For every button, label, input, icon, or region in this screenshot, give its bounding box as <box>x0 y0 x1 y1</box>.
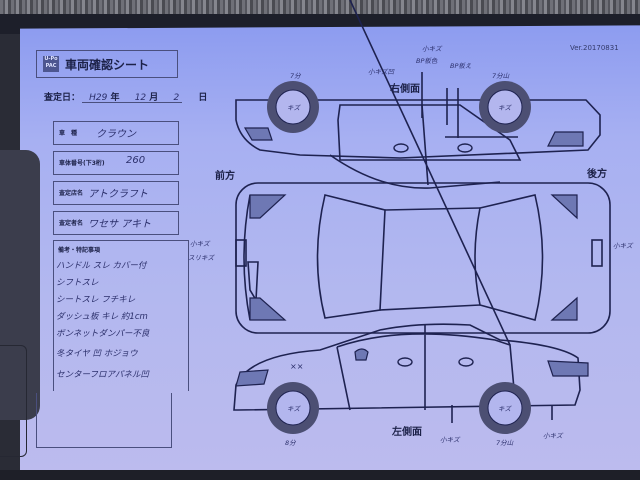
annotation: 小キズ <box>440 436 460 444</box>
wheel-annotation: キズ <box>498 104 511 112</box>
view-label-right-side: 右側面 <box>390 84 420 95</box>
field-value: 260 <box>126 155 146 166</box>
notes-box-lower <box>36 393 172 448</box>
view-label-rear: 後方 <box>587 169 607 180</box>
note-line: ダッシュ板 キレ 約1cm <box>56 312 148 322</box>
month-unit: 月 <box>149 93 159 103</box>
day-unit: 日 <box>198 93 208 103</box>
annotation: 小キズ凹 <box>368 68 394 76</box>
annotation: 7分山 <box>492 72 510 80</box>
annotation: 小キズ <box>543 432 563 440</box>
annotation: 8分 <box>285 439 296 447</box>
field-inspector-name[interactable]: 査定者名 ワセサ アキト <box>53 211 179 235</box>
field-value: ワセサ アキト <box>88 219 152 230</box>
field-value: クラウン <box>96 129 136 140</box>
field-vehicle-model[interactable]: 車 種 クラウン <box>53 121 179 145</box>
field-label: 査定者名 <box>59 220 84 227</box>
date-label: 査定日： <box>44 93 81 103</box>
date-underline <box>82 102 182 103</box>
field-value: アトクラフト <box>88 189 148 200</box>
clipboard-clip <box>0 150 40 457</box>
annotation: 7分山 <box>496 439 514 447</box>
view-label-front: 前方 <box>215 171 235 182</box>
version-label: Ver.20170831 <box>570 44 619 52</box>
front-annotation: 小キズ <box>190 240 210 248</box>
title-box: U-Po PAC 車両確認シート <box>36 50 178 78</box>
view-label-left-side: 左側面 <box>392 427 422 438</box>
annotation: BP板え <box>450 62 472 70</box>
note-line: シフトスレ <box>56 278 99 288</box>
date-era-year[interactable]: H29 <box>89 93 108 103</box>
notes-header: 備考・特記事項 <box>58 247 101 254</box>
note-line: シートスレ フチキレ <box>56 295 136 305</box>
field-store-name[interactable]: 査定店名 アトクラフト <box>53 181 179 205</box>
notes-box[interactable]: 備考・特記事項 ハンドル スレ カバー付 シフトスレ シートスレ フチキレ ダッ… <box>53 240 189 391</box>
front-annotation: スリキズ <box>188 254 214 262</box>
field-label: 車体番号(下3桁) <box>59 160 105 167</box>
year-unit: 年 <box>110 93 120 103</box>
wheel-annotation: キズ <box>498 405 511 413</box>
body-damage-mark: ×× <box>290 362 304 371</box>
note-line: センターフロアパネル凹 <box>56 370 149 380</box>
note-line: 冬タイヤ 凹 ホジョウ <box>56 349 138 359</box>
annotation: 小キズ <box>422 45 442 53</box>
field-label: 査定店名 <box>59 190 84 197</box>
annotation: 7分 <box>290 72 301 80</box>
note-line: ハンドル スレ カバー付 <box>56 261 147 271</box>
annotation: BP板色 <box>416 57 438 65</box>
clipboard-bottom-edge <box>0 470 640 480</box>
rear-annotation: 小キズ <box>613 242 633 250</box>
wheel-annotation: キズ <box>287 405 300 413</box>
brand-logo-icon: U-Po PAC <box>43 56 59 72</box>
inspection-date: 査定日： H29 年 12 月 2 日 <box>44 90 207 103</box>
field-label: 車 種 <box>59 130 78 137</box>
sheet-title: 車両確認シート <box>65 58 150 72</box>
note-line: ボンネットダンパー不良 <box>56 329 150 339</box>
wheel-annotation: キズ <box>287 104 300 112</box>
date-month[interactable]: 12 <box>134 93 147 103</box>
field-chassis-number[interactable]: 車体番号(下3桁) 260 <box>53 151 179 175</box>
date-day[interactable]: 2 <box>173 93 180 103</box>
